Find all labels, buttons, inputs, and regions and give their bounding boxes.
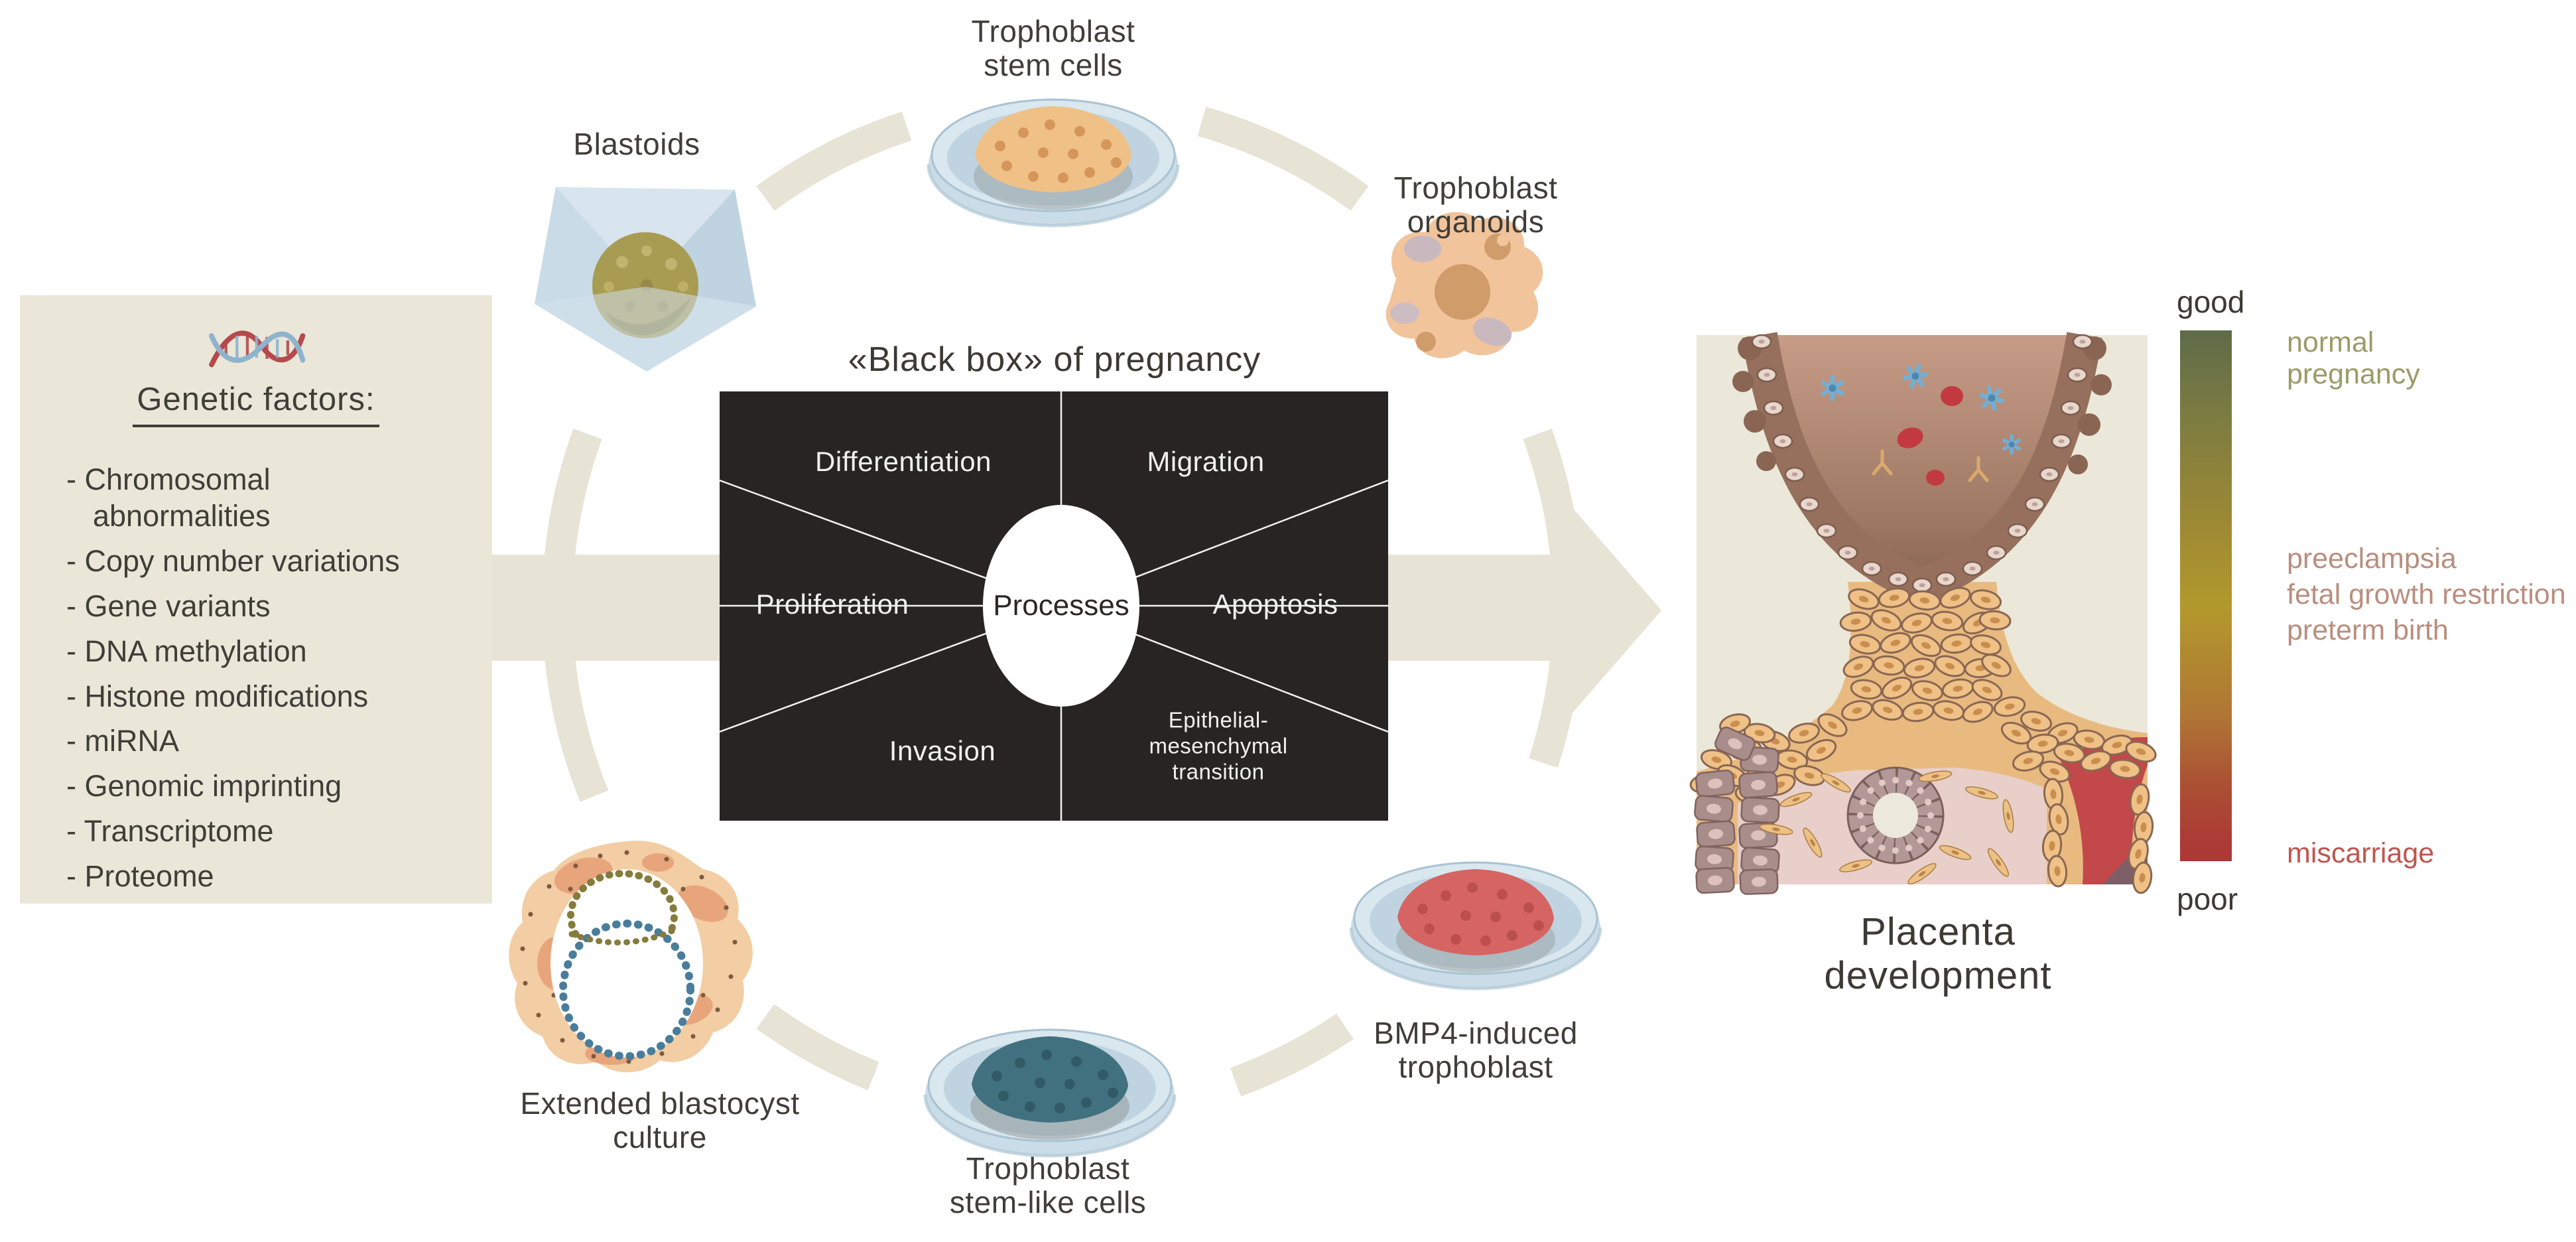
label-blastoids: Blastoids <box>573 127 700 161</box>
processes-label: Processes <box>993 589 1129 622</box>
process-apoptosis: Apoptosis <box>1212 588 1338 620</box>
red-blood-cells <box>1897 386 1963 486</box>
outcome-preeclampsia: preeclampsia <box>2287 543 2457 575</box>
label-trophoblast-stem-like-cells: Trophoblast stem-like cells <box>949 1151 1147 1219</box>
list-item: - Gene variants <box>66 588 271 623</box>
processes-circle <box>983 505 1139 707</box>
petri-dish-bmp4-trophoblast <box>1349 861 1602 991</box>
genetic-factors-list: - Chromosomal abnormalities - Copy numbe… <box>66 462 446 904</box>
list-item: - Proteome <box>66 859 214 894</box>
petri-dish-trophoblast-stem-like-cells <box>923 1028 1177 1158</box>
petri-dish-trophoblast-stem-cells <box>927 98 1180 228</box>
label-trophoblast-organoids: Trophoblast organoids <box>1393 171 1558 239</box>
blastocyst-icon <box>509 841 753 1073</box>
process-differentiation: Differentiation <box>815 446 992 478</box>
list-item: - Copy number variations <box>66 543 400 578</box>
organoid-icon <box>1385 212 1543 358</box>
list-item: - Genomic imprinting <box>66 769 342 803</box>
outcome-fetal-growth-restriction: fetal growth restriction <box>2287 579 2566 610</box>
outcome-preterm-birth: preterm birth <box>2287 614 2449 646</box>
outcome-gradient-scale <box>2180 330 2232 861</box>
black-box-of-pregnancy: Differentiation Migration Proliferation … <box>720 391 1388 821</box>
placenta-illustration <box>1688 332 2159 896</box>
black-box-title: «Black box» of pregnancy <box>848 340 1261 379</box>
list-item: - Chromosomal abnormalities <box>66 462 271 533</box>
dna-icon <box>209 330 306 368</box>
label-trophoblast-stem-cells: Trophoblast stem cells <box>971 14 1135 82</box>
spiral-artery <box>1732 332 2112 603</box>
list-item: - Transcriptome <box>66 814 274 849</box>
blastoid-vessel-icon <box>535 187 756 372</box>
outcome-normal-pregnancy: normal pregnancy <box>2287 326 2420 391</box>
process-invasion: Invasion <box>889 735 996 767</box>
label-extended-blastocyst-culture: Extended blastocyst culture <box>520 1086 800 1154</box>
process-proliferation: Proliferation <box>755 588 909 620</box>
list-item: - Histone modifications <box>66 679 369 713</box>
scale-poor-label: poor <box>2177 882 2238 916</box>
list-item: - DNA methylation <box>66 634 307 668</box>
scale-good-label: good <box>2177 285 2245 319</box>
placenta-development-label: Placenta development <box>1824 910 2052 998</box>
uterine-gland-ring <box>1846 766 1945 864</box>
genetic-factors-title: Genetic factors: <box>133 381 379 428</box>
process-migration: Migration <box>1147 446 1265 478</box>
label-bmp4-induced-trophoblast: BMP4-induced trophoblast <box>1374 1016 1578 1084</box>
list-item: - miRNA <box>66 724 179 758</box>
outcome-miscarriage: miscarriage <box>2287 837 2435 869</box>
genetic-factors-panel: Genetic factors: - Chromosomal abnormali… <box>20 295 492 904</box>
process-emt: Epithelial-mesenchymal transition <box>1149 707 1288 784</box>
black-box-dividers <box>720 391 1388 821</box>
